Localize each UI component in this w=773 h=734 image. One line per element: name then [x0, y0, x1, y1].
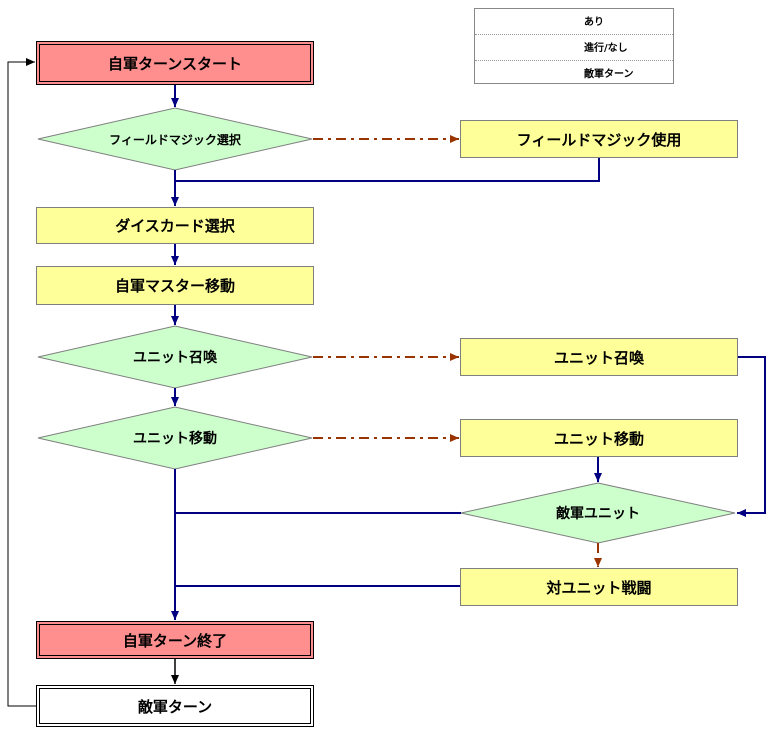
legend-divider [475, 34, 673, 35]
legend-yes: あり [475, 9, 673, 34]
dice-card-select-node: ダイスカード選択 [36, 207, 314, 244]
unit-summon-question-label: ユニット召喚 [133, 350, 217, 366]
legend-proceed-label: 進行/なし [584, 43, 628, 54]
unit-summon-node: ユニット召喚 [460, 338, 738, 376]
enemy-unit-question-label: 敵軍ユニット [556, 506, 640, 522]
unit-move-node: ユニット移動 [460, 419, 738, 457]
start-node: 自軍ターンスタート [36, 41, 314, 85]
master-move-node: 自軍マスター移動 [36, 266, 314, 305]
legend-divider [475, 60, 673, 61]
field-magic-select-label: フィールドマジック選択 [109, 132, 241, 147]
field-magic-use-node: フィールドマジック使用 [460, 120, 738, 158]
legend-enemy: 敵軍ターン [475, 61, 673, 86]
legend: あり 進行/なし 敵軍ターン [474, 8, 674, 84]
enemy-turn-node: 敵軍ターン [36, 685, 314, 727]
turn-end-node: 自軍ターン終了 [36, 621, 314, 659]
legend-proceed: 進行/なし [475, 35, 673, 60]
unit-move-question-label: ユニット移動 [133, 431, 217, 447]
vs-unit-battle-node: 対ユニット戦闘 [460, 568, 738, 606]
legend-yes-label: あり [584, 17, 604, 28]
legend-enemy-label: 敵軍ターン [584, 69, 634, 80]
